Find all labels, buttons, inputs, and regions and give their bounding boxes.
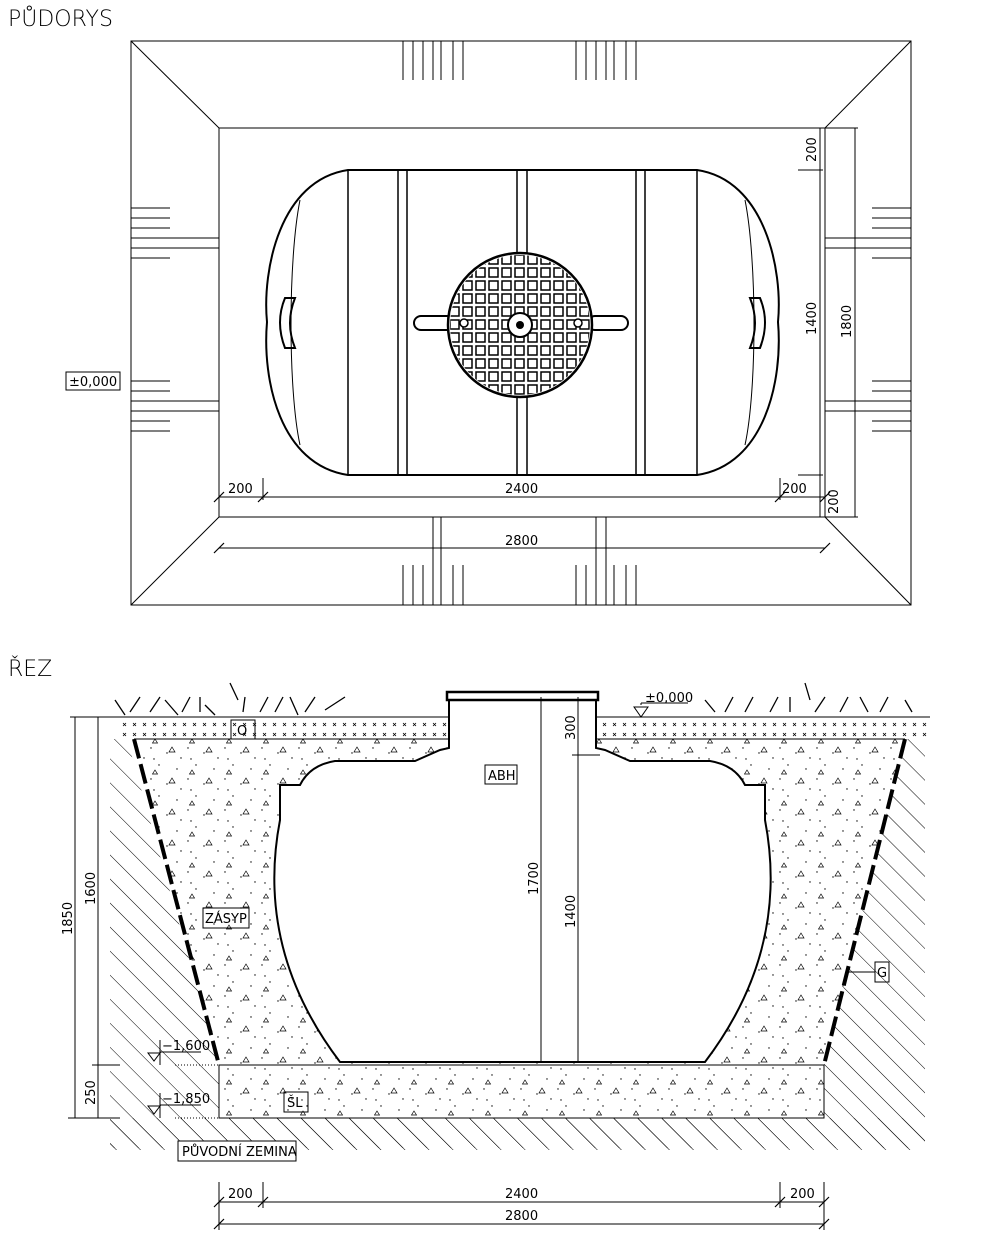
section-dimensions: 1850 1600 250 300 1700 1400 200 2400 200…: [61, 697, 830, 1230]
svg-text:ŠL: ŠL: [287, 1095, 303, 1111]
svg-text:2800: 2800: [505, 1209, 538, 1224]
plan-tank: [265, 169, 780, 476]
svg-text:1600: 1600: [84, 872, 99, 905]
svg-text:250: 250: [84, 1080, 99, 1105]
svg-text:ZÁSYP: ZÁSYP: [205, 911, 247, 927]
native-soil-hatch: [110, 739, 925, 1161]
svg-text:1400: 1400: [564, 895, 579, 928]
svg-text:200: 200: [805, 137, 820, 162]
svg-text:O: O: [237, 724, 247, 739]
plan-dimensions: 200 2400 200 2800 200 1400 1800 200: [213, 127, 858, 554]
plan-level-marker: ±0,000: [65, 371, 121, 391]
svg-text:−1,600: −1,600: [162, 1039, 210, 1054]
svg-text:±0,000: ±0,000: [69, 375, 117, 390]
svg-text:200: 200: [228, 1187, 253, 1202]
svg-text:1850: 1850: [61, 902, 76, 935]
svg-text:300: 300: [564, 715, 579, 740]
svg-text:200: 200: [790, 1187, 815, 1202]
plan-slope-ticks: [131, 41, 911, 605]
svg-text:1800: 1800: [840, 305, 855, 338]
bedding-layer: [218, 1064, 825, 1119]
svg-text:200: 200: [827, 489, 842, 514]
svg-text:±0,000: ±0,000: [645, 691, 693, 706]
plan-title: PŮDORYS: [8, 6, 113, 32]
svg-text:G: G: [877, 966, 887, 981]
svg-text:2400: 2400: [505, 482, 538, 497]
geotextile-left: [132, 738, 221, 1066]
svg-text:ABH: ABH: [488, 769, 516, 784]
grass-marks: [114, 682, 913, 716]
svg-text:1700: 1700: [527, 862, 542, 895]
svg-text:200: 200: [782, 482, 807, 497]
svg-text:200: 200: [228, 482, 253, 497]
section-labels: O ABH ZÁSYP ŠL G PŮVODNÍ ZEMINA: [177, 719, 890, 1162]
manhole-cover: [413, 251, 629, 399]
level-markers: ±0,000 −1,600 −1,850: [147, 691, 693, 1119]
plan-pit-outline: [130, 40, 912, 606]
tank-lid: [445, 690, 600, 702]
svg-text:2800: 2800: [505, 534, 538, 549]
svg-text:−1,850: −1,850: [162, 1092, 210, 1107]
handle-left-icon: [279, 297, 297, 349]
section-title: ŘEZ: [8, 656, 52, 682]
svg-text:1400: 1400: [805, 302, 820, 335]
handle-right-icon: [748, 297, 766, 349]
svg-text:PŮVODNÍ ZEMINA: PŮVODNÍ ZEMINA: [182, 1144, 297, 1160]
tank-section: [273, 696, 772, 1063]
svg-text:2400: 2400: [505, 1187, 538, 1202]
geotextile-right: [822, 738, 907, 1066]
